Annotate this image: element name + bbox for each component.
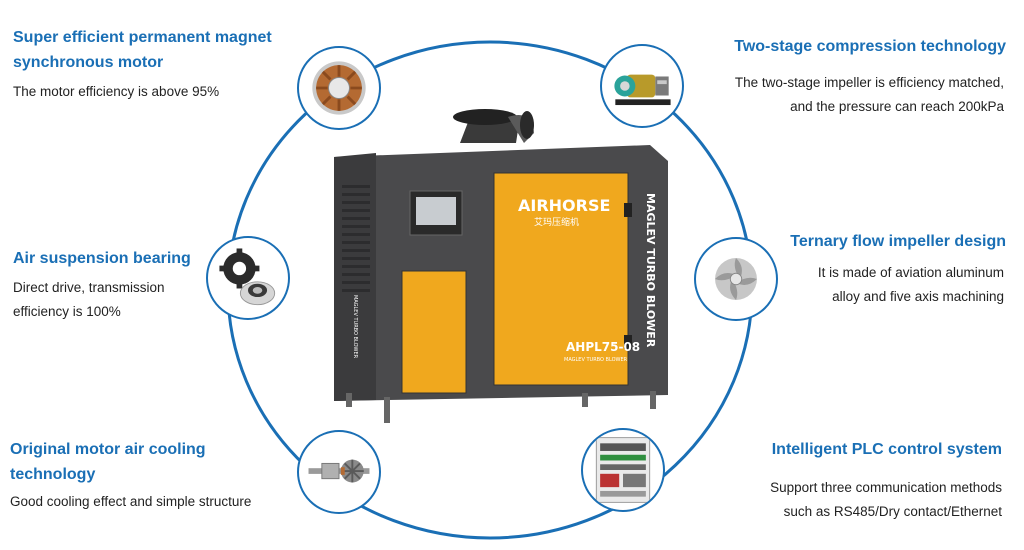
plc-feature-desc: Support three communication methods such… — [770, 480, 1002, 519]
control-cabinet-icon — [581, 428, 665, 512]
model-label: AHPL75-08 — [566, 340, 640, 354]
bearing-icon — [206, 236, 290, 320]
impeller-feature-title: Ternary flow impeller design — [790, 233, 1006, 250]
side-label: MAGLEV TURBO BLOWER — [644, 193, 657, 348]
brand-logo: AIRHORSE — [518, 196, 610, 215]
cooling-feature-title: Original motor air cooling technology — [10, 441, 206, 483]
brand-logo-cn: 艾玛压缩机 — [534, 216, 579, 228]
bearing-feature-desc: Direct drive, transmission efficiency is… — [13, 280, 165, 319]
model-sub-label: MAGLEV TURBO BLOWER — [564, 357, 628, 363]
small-side-label: MAGLEV TURBO BLOWER — [352, 295, 358, 359]
impeller-feature-desc: It is made of aviation aluminum alloy an… — [817, 265, 1004, 304]
motor-stator-icon — [297, 46, 381, 130]
rotor-shaft-icon — [297, 430, 381, 514]
compression-feature-desc: The two-stage impeller is efficiency mat… — [734, 75, 1004, 114]
maglev-turbo-blower-image: AIRHORSE 艾玛压缩机 AHPL75-08 MAGLEV TURBO BL… — [334, 109, 668, 423]
compressor-unit-icon — [600, 44, 684, 128]
motor-feature-desc: The motor efficiency is above 95% — [13, 84, 220, 99]
bearing-feature-title: Air suspension bearing — [13, 250, 191, 267]
plc-feature-title: Intelligent PLC control system — [771, 441, 1002, 458]
impeller-icon — [694, 237, 778, 321]
motor-feature-title: Super efficient permanent magnet synchro… — [13, 29, 272, 71]
compression-feature-title: Two-stage compression technology — [734, 38, 1006, 55]
inlet-pipe — [453, 109, 534, 143]
cooling-feature-desc: Good cooling effect and simple structure — [10, 494, 252, 509]
